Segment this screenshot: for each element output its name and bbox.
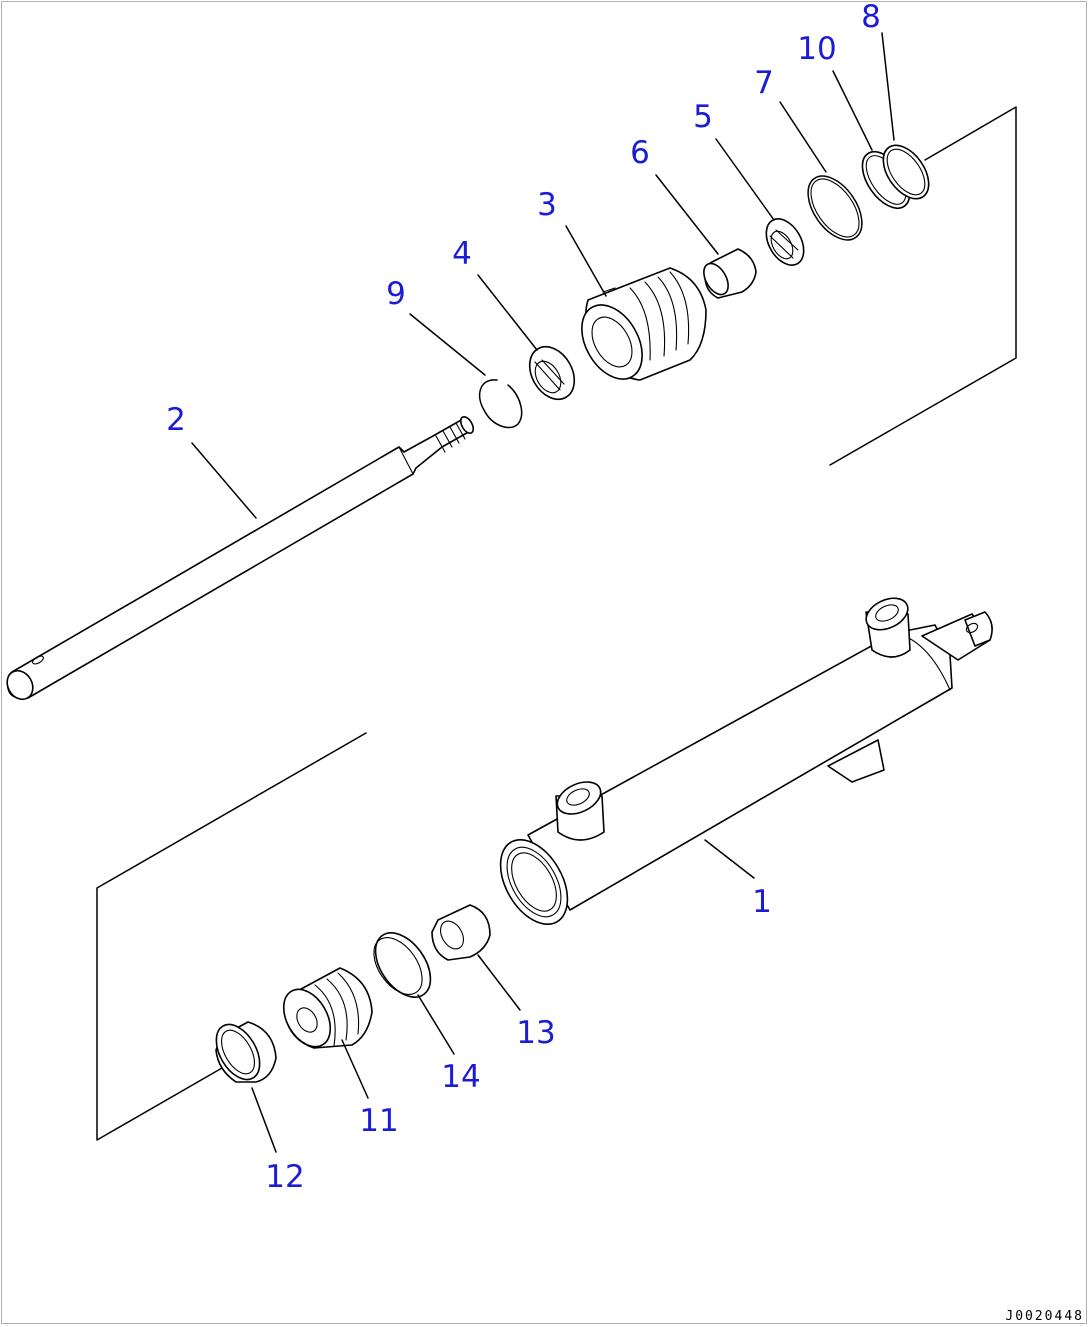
cylinder-tube: [499, 597, 993, 926]
piston-rod: [6, 416, 475, 701]
callout-6: 6: [630, 135, 650, 171]
head-bushing: [765, 218, 805, 266]
leader-9: [409, 313, 486, 376]
dust-seal: [215, 1021, 277, 1083]
leader-6: [655, 174, 719, 255]
callout-3: 3: [537, 187, 557, 223]
callout-10: 10: [797, 31, 836, 67]
callout-7: 7: [754, 65, 774, 101]
seal-ring: [882, 144, 930, 200]
leader-12: [251, 1087, 277, 1153]
callout-8: 8: [861, 0, 881, 35]
snap-ring: [478, 379, 523, 429]
o-ring: [807, 175, 863, 241]
assembly-guide-lower: [96, 732, 367, 1141]
callout-2: 2: [166, 402, 186, 438]
wear-ring: [373, 932, 432, 998]
leader-10: [832, 70, 873, 151]
leader-5: [715, 138, 775, 221]
leader-14: [417, 994, 455, 1055]
leader-4: [477, 274, 538, 351]
callout-9: 9: [386, 276, 406, 312]
callout-4: 4: [452, 236, 472, 272]
leader-7: [779, 101, 827, 173]
leader-13: [477, 954, 521, 1011]
callout-13: 13: [516, 1015, 555, 1051]
leader-8: [881, 32, 895, 141]
callout-labels: 2 9 4 3 6 5 7 10 8 1 13 14 11 12: [166, 0, 881, 1195]
drawing-number: J0020448: [1005, 1309, 1084, 1324]
leader-11: [341, 1039, 369, 1099]
callout-5: 5: [693, 99, 713, 135]
leader-3: [565, 225, 607, 297]
callout-1: 1: [752, 884, 772, 920]
cylinder-head: [581, 267, 707, 381]
leader-1: [704, 839, 755, 879]
piston: [282, 967, 373, 1049]
callout-11: 11: [359, 1103, 398, 1139]
leader-2: [191, 442, 257, 519]
callout-14: 14: [441, 1059, 480, 1095]
leader-lines: [191, 32, 895, 1153]
callout-12: 12: [265, 1159, 304, 1195]
piston-nut: [431, 904, 491, 961]
assembly-guide-upper: [829, 106, 1017, 466]
collar: [703, 248, 757, 299]
rod-bushing: [528, 345, 576, 401]
